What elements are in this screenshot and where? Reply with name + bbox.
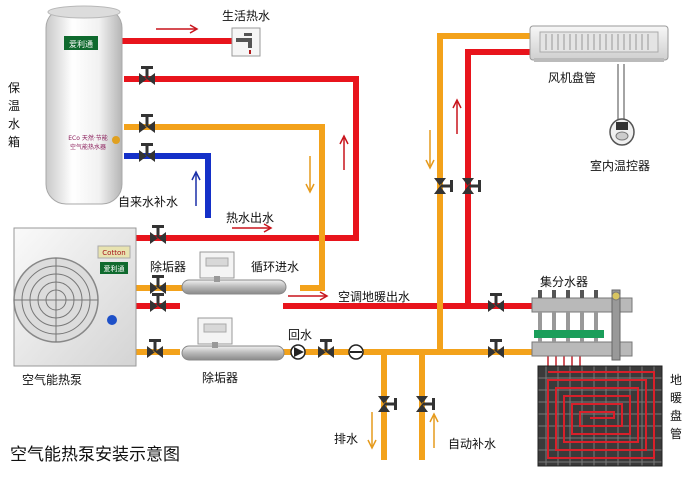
floor-heating-coil	[537, 365, 663, 467]
tank-badge-text: 爱利通	[69, 39, 93, 49]
arrow-tap-water-up	[191, 170, 201, 206]
tank-brand-line-1: ECo 天然·节能	[68, 134, 107, 142]
pipe-tank-return-loop	[124, 124, 325, 291]
valve-pump-ac-out	[150, 293, 166, 312]
label-tank-char-4: 箱	[8, 134, 20, 149]
label-floor-coil-char-1: 地	[670, 373, 682, 387]
label-hot-water-out: 热水出水	[226, 211, 274, 225]
label-tank-char-1: 保	[8, 81, 20, 95]
valve-tank-return	[139, 114, 155, 133]
labels: 生活热水 保 温 水 箱 自来水补水 热水出水 除垢器 循环进水 空调地暖出水 …	[8, 9, 682, 465]
circulation-pump-icon	[290, 344, 306, 360]
pump-badge-panel	[100, 262, 128, 274]
label-ac-floor-heating-out: 空调地暖出水	[338, 290, 410, 304]
coil-feed-lines	[547, 350, 581, 368]
diagram-title: 空气能热泵安装示意图	[10, 445, 180, 465]
arrow-ac-floor-out	[288, 291, 329, 301]
pump-badge-text: 爱利通	[104, 264, 125, 273]
pipe-fancoil-supply	[465, 49, 535, 306]
label-domestic-hot-water: 生活热水	[222, 9, 270, 23]
label-floor-coil-char-3: 盘	[670, 408, 682, 423]
label-auto-makeup: 自动补水	[448, 437, 496, 451]
label-floor-coil-char-2: 暖	[670, 391, 682, 405]
thermostat-icon	[609, 118, 635, 146]
insulated-water-tank: 爱利通 ECo 天然·节能 空气能热水器	[45, 5, 123, 205]
valve-fancoil-supply	[462, 178, 481, 194]
valve-tank-cold	[139, 143, 155, 162]
manifold-unit	[531, 289, 633, 361]
label-manifold: 集分水器	[540, 274, 588, 289]
label-descaler-top: 除垢器	[150, 259, 186, 274]
pump-logo-icon	[107, 315, 117, 325]
arrow-tank-loop-up	[339, 134, 349, 170]
label-circulation-in: 循环进水	[251, 260, 299, 274]
valve-pump-return	[147, 339, 163, 358]
tank-logo-icon	[112, 136, 120, 144]
arrow-fancoil-supply-up	[452, 98, 462, 134]
label-tank-char-3: 水	[8, 117, 20, 131]
valve-auto-makeup	[416, 396, 435, 412]
descaler-top	[181, 251, 287, 295]
tank-display-panel	[64, 36, 98, 50]
label-air-source-heat-pump: 空气能热泵	[22, 372, 82, 387]
valve-tank-hot	[139, 66, 155, 85]
pump-brand-text: Cotton	[102, 249, 125, 257]
arrow-drain-down	[367, 412, 377, 450]
valve-pump-hot-out	[150, 225, 166, 244]
label-return-water: 回水	[288, 328, 312, 342]
arrow-return-down	[305, 156, 315, 194]
label-tank-char-2: 温	[8, 99, 20, 113]
valve-pump-circ-in	[150, 275, 166, 294]
label-fan-coil: 风机盘管	[548, 70, 596, 85]
arrow-hot-water-out-right	[232, 223, 273, 233]
arrow-fancoil-return-down	[425, 130, 435, 170]
flow-arrows	[156, 24, 462, 450]
pipe-tank-hot-loop	[124, 76, 359, 241]
label-tap-water-makeup: 自来水补水	[118, 195, 178, 209]
valve-manifold-supply	[488, 293, 504, 312]
label-room-thermostat: 室内温控器	[590, 158, 650, 173]
fan-coil-unit	[529, 25, 669, 62]
valve-drain	[378, 396, 397, 412]
valves	[139, 66, 504, 412]
pipe-fancoil-return	[437, 33, 535, 352]
valve-fancoil-return	[434, 178, 453, 194]
descaler-bottom	[181, 317, 285, 361]
check-valve-icon	[348, 344, 364, 360]
valve-manifold-return	[488, 339, 504, 358]
label-floor-coil-char-4: 管	[670, 426, 682, 441]
arrow-auto-makeup-up	[429, 412, 439, 448]
label-drain: 排水	[334, 432, 358, 446]
faucet-icon	[231, 27, 261, 57]
label-descaler-bottom: 除垢器	[202, 370, 238, 385]
tank-brand-line-2: 空气能热水器	[70, 143, 106, 151]
air-source-heat-pump-unit: Cotton 爱利通	[13, 227, 137, 367]
arrow-hot-water-out	[156, 24, 199, 34]
valve-return-line	[318, 339, 334, 358]
